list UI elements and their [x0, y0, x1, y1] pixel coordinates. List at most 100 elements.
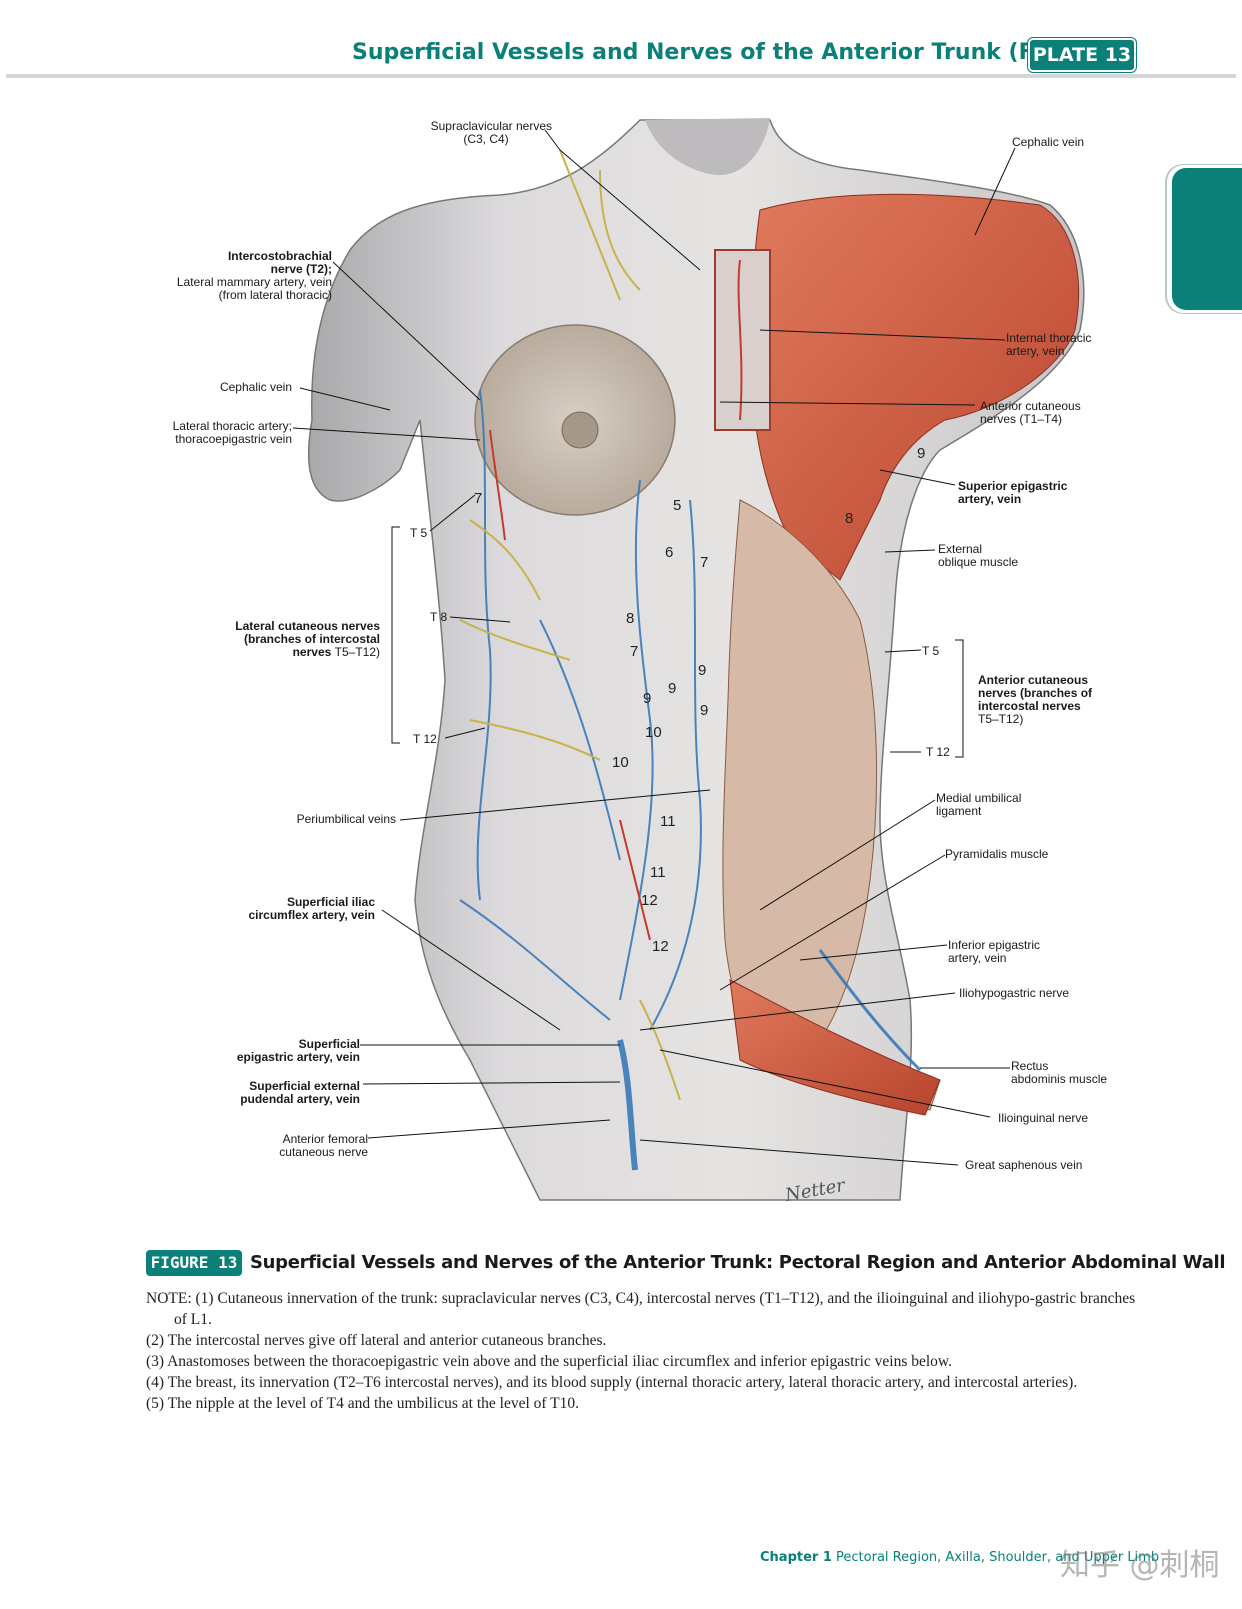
label-superficial-iliac: Superficial iliac circumflex artery, vei… [220, 896, 375, 922]
nerve-number: 12 [641, 892, 658, 909]
label-line: Intercostobrachial [227, 249, 332, 263]
footer-text: Pectoral Region, Axilla, Shoulder, and U… [836, 1550, 1160, 1565]
right-bracket [955, 639, 964, 758]
nerve-number: 7 [700, 554, 709, 571]
anatomy-illustration [292, 118, 1085, 1201]
label-line: Superficial iliac [286, 895, 375, 909]
label-line: Lateral thoracic artery; [172, 419, 292, 433]
nerve-number: 6 [665, 544, 674, 561]
page-footer: Chapter 1 Pectoral Region, Axilla, Shoul… [760, 1550, 1159, 1565]
label-line: (C3, C4) [463, 132, 509, 146]
footer-chapter: Chapter 1 [760, 1550, 832, 1565]
label-line: Supraclavicular nerves [430, 119, 552, 133]
label-line: nerve (T2); [270, 262, 332, 276]
label-inferior-epigastric: Inferior epigastric artery, vein [948, 939, 1040, 965]
note-3: (3) Anastomoses between the thoracoepiga… [146, 1353, 952, 1370]
label-rectus: Rectus abdominis muscle [1011, 1060, 1107, 1086]
note-5: (5) The nipple at the level of T4 and th… [146, 1395, 580, 1412]
nerve-number: 10 [612, 754, 629, 771]
nipple [561, 411, 599, 449]
label-range: T5–T12) [334, 645, 380, 659]
label-text: nerves [292, 645, 332, 659]
label-great-saphenous: Great saphenous vein [965, 1158, 1083, 1172]
label-line: (from lateral thoracic) [218, 288, 332, 302]
label-lateral-cutaneous: Lateral cutaneous nerves (branches of in… [200, 620, 380, 659]
label-t12-right: T 12 [926, 745, 950, 759]
label-line: Medial umbilical [936, 791, 1022, 805]
chapter-tab[interactable] [1172, 168, 1242, 310]
arteries [489, 259, 743, 941]
label-line: intercostal nerves [978, 699, 1081, 713]
label-line: (branches of intercostal [243, 632, 380, 646]
left-bracket [391, 526, 400, 744]
label-line: Lateral mammary artery, vein [176, 275, 332, 289]
label-line: ligament [936, 804, 982, 818]
nerve-number: 9 [698, 662, 707, 679]
header-rule [6, 74, 1236, 78]
label-line: artery, vein [948, 951, 1007, 965]
label-ilioinguinal: Ilioinguinal nerve [998, 1111, 1089, 1125]
label-internal-thoracic: Internal thoracic artery, vein [1006, 332, 1091, 358]
nerves [459, 149, 681, 1101]
label-anterior-cutaneous-t1-t4: Anterior cutaneous nerves (T1–T4) [980, 400, 1081, 426]
label-t5-left: T 5 [410, 526, 428, 540]
label-line: Anterior femoral [282, 1132, 368, 1146]
nerve-number: 9 [700, 702, 709, 719]
label-line: abdominis muscle [1011, 1072, 1108, 1086]
label-superior-epigastric: Superior epigastric artery, vein [958, 480, 1067, 506]
label-supraclavicular: Supraclavicular nerves (C3, C4) [420, 120, 552, 146]
figure-title: Superficial Vessels and Nerves of the An… [250, 1252, 1226, 1273]
neck [645, 118, 770, 175]
nerve-number: 12 [652, 938, 669, 955]
label-t8-left: T 8 [430, 610, 448, 624]
label-cephalic-vein-top: Cephalic vein [1012, 135, 1085, 149]
figure-caption: FIGURE 13 Superficial Vessels and Nerves… [146, 1250, 1226, 1280]
label-line: cutaneous nerve [279, 1145, 368, 1159]
figure-badge: FIGURE 13 [146, 1250, 242, 1276]
label-t12-left: T 12 [413, 732, 437, 746]
label-periumbilical: Periumbilical veins [296, 812, 396, 826]
nerve-number: 5 [673, 497, 682, 514]
label-line: Inferior epigastric [948, 938, 1041, 952]
label-line: Superficial [298, 1037, 360, 1051]
nerve-number: 9 [643, 690, 652, 707]
label-external-oblique: External oblique muscle [938, 543, 1018, 569]
label-superficial-external-pudendal: Superficial external pudendal artery, ve… [210, 1080, 360, 1106]
label-line: Internal thoracic [1006, 331, 1092, 345]
note-4: (4) The breast, its innervation (T2–T6 i… [146, 1374, 1078, 1391]
nerve-number: 9 [917, 445, 926, 462]
nerve-number: 10 [645, 724, 662, 741]
label-iliohypogastric: Iliohypogastric nerve [959, 986, 1070, 1000]
label-t5-right: T 5 [922, 644, 940, 658]
label-line: Superior epigastric [958, 479, 1068, 493]
note-2: (2) The intercostal nerves give off late… [146, 1332, 607, 1349]
nerve-number: 11 [660, 813, 676, 830]
label-superficial-epigastric: Superficial epigastric artery, vein [220, 1038, 360, 1064]
label-intercostobrachial: Intercostobrachial nerve (T2); Lateral m… [160, 250, 332, 302]
label-line: artery, vein [1006, 344, 1065, 358]
label-line: nerves (T1–T4) [980, 412, 1063, 426]
note-1: NOTE: (1) Cutaneous innervation of the t… [146, 1290, 1136, 1328]
nerve-number: 8 [626, 610, 635, 627]
label-line: Anterior cutaneous [980, 399, 1081, 413]
label-line: artery, vein [958, 492, 1022, 506]
label-line: T5–T12) [978, 712, 1024, 726]
label-line: External [938, 542, 983, 556]
notes: NOTE: (1) Cutaneous innervation of the t… [146, 1288, 1136, 1414]
nerve-number: 7 [474, 490, 483, 507]
label-line: Anterior cutaneous [978, 673, 1089, 687]
label-line: thoracoepigastric vein [175, 432, 292, 446]
leader-lines [292, 129, 1016, 1166]
label-cephalic-vein-left: Cephalic vein [219, 380, 292, 394]
label-line: Rectus [1011, 1059, 1049, 1073]
label-medial-umbilical: Medial umbilical ligament [936, 792, 1021, 818]
label-line: pudendal artery, vein [240, 1092, 360, 1106]
veins [459, 389, 922, 1171]
label-pyramidalis: Pyramidalis muscle [945, 847, 1049, 861]
label-line: oblique muscle [938, 555, 1019, 569]
page-title: Superficial Vessels and Nerves of the An… [352, 40, 1118, 65]
sternal-window [714, 249, 771, 431]
plate-badge: PLATE 13 [1030, 40, 1134, 70]
label-anterior-cutaneous-branches: Anterior cutaneous nerves (branches of i… [978, 674, 1092, 726]
label-line: nerves T5–T12) [200, 646, 380, 659]
